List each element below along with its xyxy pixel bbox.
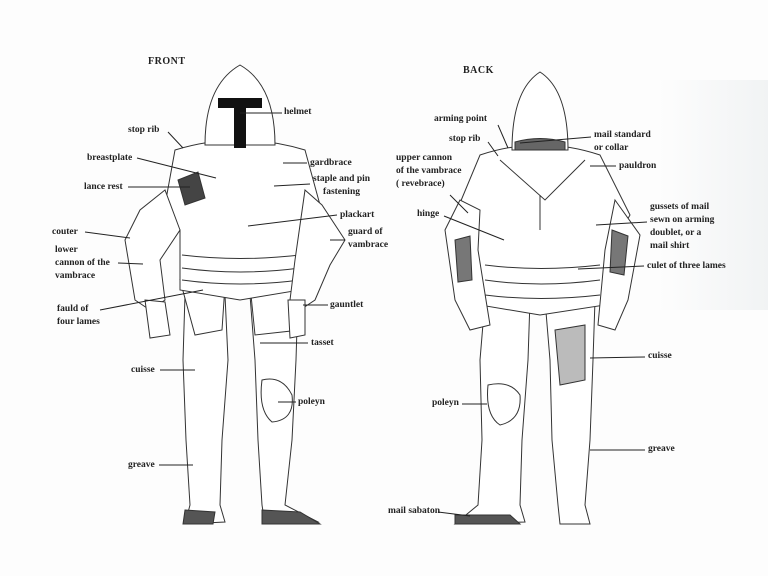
front-gauntlets (144, 299, 306, 339)
label-lower-cannon: lower cannon of the vambrace (55, 244, 110, 283)
back-culet-lames (484, 264, 601, 299)
front-left-leg (182, 294, 229, 525)
label-line: ( revebrace) (396, 179, 445, 189)
label-line: four lames (57, 317, 100, 327)
label-line: vambrace (348, 240, 389, 250)
front-leader-lines (84, 112, 345, 466)
label-fauld: fauld of four lames (57, 303, 100, 329)
label-line: mail shirt (650, 241, 690, 251)
label-line: mail standard (594, 130, 651, 140)
back-leader-lines (437, 124, 648, 517)
label-lance-rest: lance rest (84, 182, 123, 192)
label-helmet: helmet (284, 107, 312, 117)
label-guard-of-vambrace: guard of vambrace (348, 226, 388, 252)
label-line: vambrace (55, 271, 96, 281)
front-left-arm (124, 189, 181, 311)
front-lance-rest (177, 171, 206, 206)
front-torso (164, 139, 321, 301)
front-title: FRONT (148, 56, 186, 67)
label-line: doublet, or a (650, 228, 702, 238)
label-staple-and-pin: staple and pin fastening (313, 173, 370, 199)
label-line: of the vambrace (396, 166, 462, 176)
label-line: staple and pin (313, 174, 371, 184)
label-greave-front: greave (128, 460, 155, 470)
label-pauldron: pauldron (619, 161, 657, 171)
label-gardbrace: gardbrace (310, 158, 352, 168)
front-feet (182, 509, 322, 525)
label-line: upper cannon (396, 153, 453, 163)
label-line: or collar (594, 143, 629, 153)
label-line: sewn on arming (650, 215, 715, 225)
label-line: fauld of (57, 304, 89, 314)
label-poleyn-back: poleyn (432, 398, 459, 408)
label-tasset: tasset (311, 338, 334, 348)
label-hinge: hinge (417, 209, 440, 219)
label-mail-standard: mail standard or collar (594, 129, 651, 155)
label-mail-sabaton: mail sabaton (388, 506, 440, 516)
label-plackart: plackart (340, 210, 375, 220)
label-upper-cannon: upper cannon of the vambrace ( revebrace… (396, 152, 461, 191)
front-visor-slot (218, 98, 262, 148)
label-greave-back: greave (648, 444, 675, 454)
label-line: guard of (348, 227, 383, 237)
label-cuisse-back: cuisse (648, 351, 672, 361)
label-stop-rib-front: stop rib (128, 125, 160, 135)
front-fauld-lames (181, 254, 301, 285)
label-cuisse-front: cuisse (131, 365, 155, 375)
label-line: lower (55, 245, 78, 255)
label-poleyn-front: poleyn (298, 397, 325, 407)
back-torso (454, 144, 631, 316)
back-pauldron-straps (499, 159, 586, 230)
label-stop-rib-back: stop rib (449, 134, 481, 144)
label-line: gussets of mail (650, 202, 710, 212)
back-poleyn (487, 383, 521, 426)
label-gauntlet: gauntlet (330, 300, 364, 310)
back-title: BACK (463, 65, 494, 76)
label-culet: culet of three lames (647, 261, 726, 271)
label-couter: couter (52, 227, 78, 237)
back-feet (454, 514, 522, 525)
label-gussets-of-mail: gussets of mail sewn on arming doublet, … (650, 201, 714, 253)
label-breastplate: breastplate (87, 153, 133, 163)
label-arming-point: arming point (434, 114, 488, 124)
front-figure (124, 64, 346, 525)
back-figure (444, 71, 641, 525)
label-line: fastening (323, 187, 360, 197)
front-poleyn (260, 378, 293, 423)
label-line: cannon of the (55, 258, 110, 268)
back-cuisse-mail (554, 324, 586, 386)
back-gussets (454, 229, 629, 283)
page-bleed-through (658, 80, 768, 310)
back-mail-collar (514, 138, 566, 151)
